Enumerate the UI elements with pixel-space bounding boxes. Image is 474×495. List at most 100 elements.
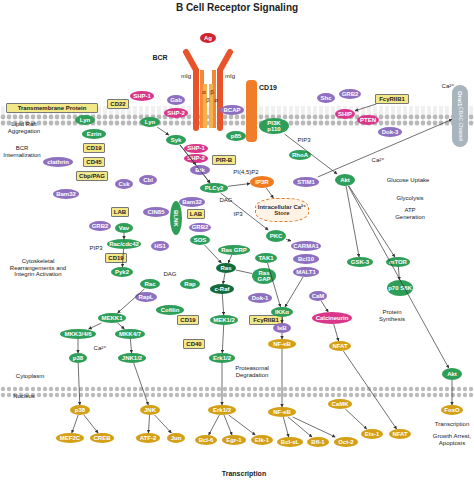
node-text: SHP-1 <box>187 145 205 151</box>
annotation-label: CD19 <box>259 84 277 92</box>
signal-connector <box>321 301 328 312</box>
cd19-receptor <box>246 80 257 142</box>
node-text: GSK-3 <box>351 259 369 265</box>
channel-oval: IP3R <box>250 176 274 188</box>
signal-connector <box>155 415 172 433</box>
node-text: Bam32 <box>182 199 202 205</box>
signal-connector <box>285 277 303 307</box>
signal-connector <box>222 325 223 353</box>
node-text: Oct-2 <box>338 439 353 445</box>
node-text: NF-κB <box>273 341 291 347</box>
annotation-label: Cytoskeletal Rearrangements and Integrin… <box>3 258 73 278</box>
kinase-oval: Akt <box>442 368 462 380</box>
kinase-oval: PI3K p110 <box>259 118 289 134</box>
phosphatase-oval: Calcineurin <box>312 312 352 324</box>
node-text: Ras GRP <box>221 247 247 253</box>
receptor-box: Cbp/PAG <box>76 171 108 181</box>
kinase-oval: TAK1 <box>255 253 277 263</box>
annotation-label: DAG <box>219 197 232 204</box>
adaptor-oval: clathrin <box>43 157 73 167</box>
transcription-factor-oval: Elk-1 <box>251 435 273 445</box>
receptor-box: PIR-B <box>212 155 236 165</box>
adaptor-oval: HS1 <box>151 241 169 251</box>
receptor-box: Transmembrane Protein <box>6 103 98 113</box>
node-text: Orai1 <box>457 91 463 106</box>
node-text: Shc <box>320 95 331 101</box>
annotation-label: Ca²⁺ <box>372 157 385 164</box>
node-text: CREB <box>93 435 110 441</box>
gtpase-oval: Ras <box>216 263 236 273</box>
kinase-oval: MKK4/7 <box>115 329 145 339</box>
adaptor-oval: STIM1 <box>293 177 319 187</box>
adaptor-oval: Gab <box>167 95 185 105</box>
node-text: CIN85 <box>147 209 164 215</box>
signal-connector <box>89 323 102 329</box>
node-text: Ets-1 <box>365 431 380 437</box>
node-text: CD19 <box>108 255 123 261</box>
node-text: mTOR <box>389 259 407 265</box>
antigen-oval: Ag <box>200 33 216 43</box>
signal-connector <box>222 363 223 405</box>
annotation-label: Transcription <box>222 470 266 478</box>
kinase-oval: p85 <box>226 131 246 141</box>
signal-connector <box>78 363 80 405</box>
kinase-oval: BLNK <box>170 201 182 235</box>
node-text: PKC <box>270 233 283 239</box>
signal-connector <box>334 324 339 341</box>
node-text: IκB <box>277 325 286 331</box>
node-text: SOS <box>194 237 207 243</box>
node-text: MEK1/2 <box>213 317 235 323</box>
node-text: PLCγ2 <box>205 185 224 191</box>
kinase-oval: Ezrin <box>82 129 106 139</box>
node-text: SHIP <box>338 111 352 117</box>
phosphatase-oval: PTEN <box>357 115 379 125</box>
node-text: p85 <box>231 133 241 139</box>
node-text: Erk1/2 <box>213 407 231 413</box>
node-text: Cbp/PAG <box>79 173 105 179</box>
node-text: Vav <box>119 225 129 231</box>
annotation-label: DAG <box>163 271 176 278</box>
signal-connector <box>349 186 395 257</box>
adaptor-oval: GRB2 <box>89 221 111 231</box>
node-text: p38 <box>73 355 83 361</box>
transcription-factor-oval: NF-κB <box>268 339 296 349</box>
node-text: Cofilin <box>161 307 180 313</box>
annotation-label: ATP Generation <box>390 207 430 220</box>
node-text: Lyn <box>80 117 90 123</box>
kinase-oval: Syk <box>166 135 186 145</box>
annotation-label: β <box>206 97 209 104</box>
node-text: NFAT <box>332 343 347 349</box>
gtpase-oval: c-Raf <box>210 284 234 294</box>
annotation-label: mIg <box>225 73 235 80</box>
transcription-factor-oval: Oct-2 <box>334 437 358 447</box>
node-text: Dok-1 <box>252 295 269 301</box>
node-text: Calcineurin <box>316 315 349 321</box>
node-text: Rac <box>144 281 155 287</box>
kinase-oval: Pyk2 <box>111 267 133 277</box>
kinase-oval: MKK3/4/6 <box>60 329 96 339</box>
node-text: IKKα <box>275 309 289 315</box>
transcription-factor-oval: CREB <box>90 433 114 443</box>
node-text: CaM <box>312 293 325 299</box>
nuclear-membrane <box>0 386 474 400</box>
kinase-oval: Ras GRP <box>218 245 250 255</box>
annotation-label: Glycolysis <box>396 195 423 202</box>
phosphatase-oval: SHIP <box>335 109 355 119</box>
signal-connector <box>223 273 225 284</box>
kinase-oval: Rac <box>140 279 160 289</box>
kinase-oval: Ras GAP <box>252 268 276 284</box>
kinase-oval: PLCγ2 <box>200 183 228 193</box>
node-text: NFAT <box>392 431 407 437</box>
annotation-label: BCR <box>152 54 167 62</box>
kinase-oval: GSK-3 <box>347 257 373 267</box>
diagram-title: B Cell Receptor Signaling <box>0 2 474 13</box>
adaptor-oval: RapL <box>135 292 157 302</box>
node-text: Ezrin <box>87 131 102 137</box>
node-text: FcγRIIB1 <box>253 317 279 323</box>
node-text: Rap <box>184 281 195 287</box>
kinase-oval: p70 S6K <box>387 280 413 296</box>
adaptor-oval: Dok-3 <box>378 127 402 137</box>
adaptor-oval: Bam32 <box>53 189 79 199</box>
signal-connector <box>224 415 232 435</box>
